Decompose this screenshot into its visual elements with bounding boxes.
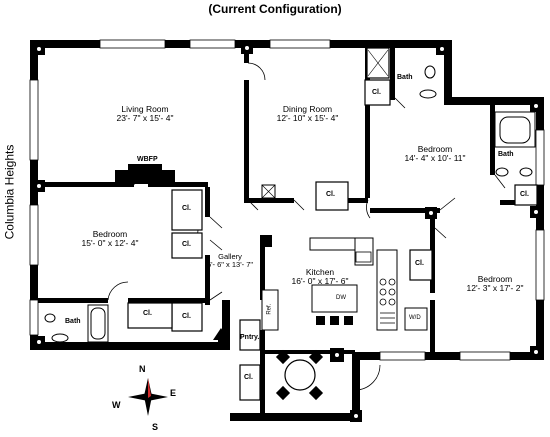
bedroom-2-label: Bedroom 14'- 4" x 10'- 11" (385, 145, 485, 163)
dining-table (275, 349, 324, 401)
bath-label-2: Bath (397, 74, 413, 81)
closet-label-2: Cl. (182, 241, 191, 248)
kitchen-label: Kitchen 16'- 0" x 17'- 6" (285, 268, 355, 286)
closet-label-1: Cl. (182, 205, 191, 212)
bathtubs (87, 111, 536, 343)
entry-arrow (213, 328, 229, 345)
room-name: Gallery (218, 252, 242, 261)
room-name: Living Room (121, 104, 169, 114)
kitchen-stools (316, 307, 428, 331)
bath-label-1: Bath (65, 318, 81, 325)
room-dims: 16'- 0" x 17'- 6" (291, 275, 349, 286)
room-name: Dining Room (282, 104, 333, 114)
room-dims: 23'- 7" x 15'- 4" (116, 112, 174, 123)
room-name: Bedroom (92, 229, 128, 239)
windows (29, 39, 545, 361)
gallery-label: Gallery 6'- 6" x 13'- 7" (200, 253, 260, 269)
column-dots (37, 46, 538, 418)
room-name: Bedroom (417, 144, 453, 154)
wbfp-label: WBFP (137, 156, 158, 163)
pantry-label: Pntry. (240, 334, 260, 341)
shaft (261, 184, 276, 199)
refrigerator-label: Ref. (266, 303, 273, 315)
dining-room-label: Dining Room 12'- 10" x 15'- 4" (255, 105, 360, 123)
walls (30, 40, 544, 421)
room-dims: 12'- 10" x 15'- 4" (276, 112, 339, 123)
compass-north: N (139, 364, 146, 374)
bedroom-1-label: Bedroom 15'- 0" x 12'- 4" (60, 230, 160, 248)
closet-label-7: Cl. (415, 260, 424, 267)
room-name: Kitchen (305, 267, 335, 277)
compass-west: W (112, 400, 121, 410)
plan-title: (Current Configuration) (208, 2, 342, 16)
bedroom-3-label: Bedroom 12'- 3" x 17'- 2" (450, 275, 540, 293)
fixtures (44, 65, 533, 343)
room-dims: 6'- 6" x 13'- 7" (206, 259, 254, 269)
bath-label-3: Bath (498, 151, 514, 158)
closet-label-3: Cl. (182, 313, 191, 320)
washer-dryer-label: W/D (409, 315, 421, 321)
room-dims: 15'- 0" x 12'- 4" (81, 237, 139, 248)
kitchen-counters (261, 237, 398, 331)
compass-south: S (152, 422, 159, 432)
stove (355, 251, 396, 324)
compass (128, 378, 168, 416)
closet-label-9: Cl. (520, 191, 529, 198)
closet-label-8: Cl. (244, 374, 253, 381)
closet-label-4: Cl. (143, 310, 152, 317)
closet-cross (261, 49, 389, 199)
closet-label-6: Cl. (372, 89, 381, 96)
room-name: Bedroom (477, 274, 513, 284)
room-dims: 12'- 3" x 17'- 2" (466, 282, 524, 293)
compass-east: E (170, 388, 177, 398)
closet-label-5: Cl. (326, 191, 335, 198)
dishwasher-label: DW (336, 295, 346, 301)
living-room-label: Living Room 23'- 7" x 15'- 4" (90, 105, 200, 123)
room-dims: 14'- 4" x 10'- 11" (404, 152, 466, 163)
